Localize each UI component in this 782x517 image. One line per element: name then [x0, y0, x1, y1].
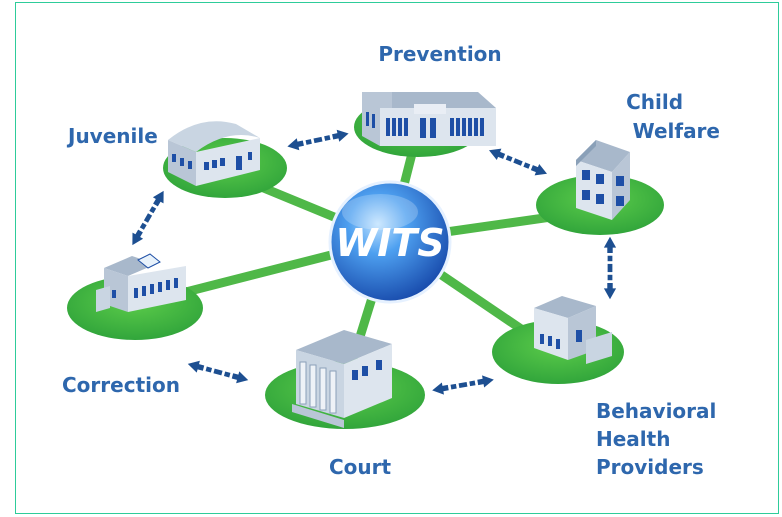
court-label: Court: [329, 455, 392, 479]
wits-hub: WITS: [328, 180, 452, 304]
double-headed-arrow-icon: [186, 357, 250, 387]
behavioral-health-label-line-3: Providers: [596, 455, 704, 479]
double-headed-arrow-icon: [286, 127, 350, 153]
prevention-label: Prevention: [378, 42, 501, 66]
gym-building-icon: [168, 121, 260, 186]
behavioral-health-label-line-2: Health: [596, 427, 670, 451]
double-headed-arrow-icon: [603, 236, 617, 300]
diagram-frame: [15, 2, 779, 514]
behavioral-health-label: Behavioral Health Providers: [596, 399, 723, 479]
child-welfare-label: Child Welfare: [626, 90, 720, 143]
child-welfare-label-line-2: Welfare: [633, 119, 720, 143]
double-headed-arrow-icon: [486, 144, 550, 180]
double-headed-arrow-icon: [431, 373, 495, 397]
clinic-building-icon: [534, 296, 612, 364]
correction-label: Correction: [62, 373, 180, 397]
double-headed-arrow-icon: [127, 187, 169, 249]
behavioral-health-label-line-1: Behavioral: [596, 399, 716, 423]
juvenile-label: Juvenile: [66, 124, 158, 148]
office-building-icon: [96, 253, 186, 312]
child-welfare-label-line-1: Child: [626, 90, 683, 114]
courthouse-icon: [292, 330, 392, 428]
hub-label: WITS: [335, 221, 444, 265]
school-building-icon: [362, 92, 496, 146]
house-icon: [576, 140, 630, 220]
